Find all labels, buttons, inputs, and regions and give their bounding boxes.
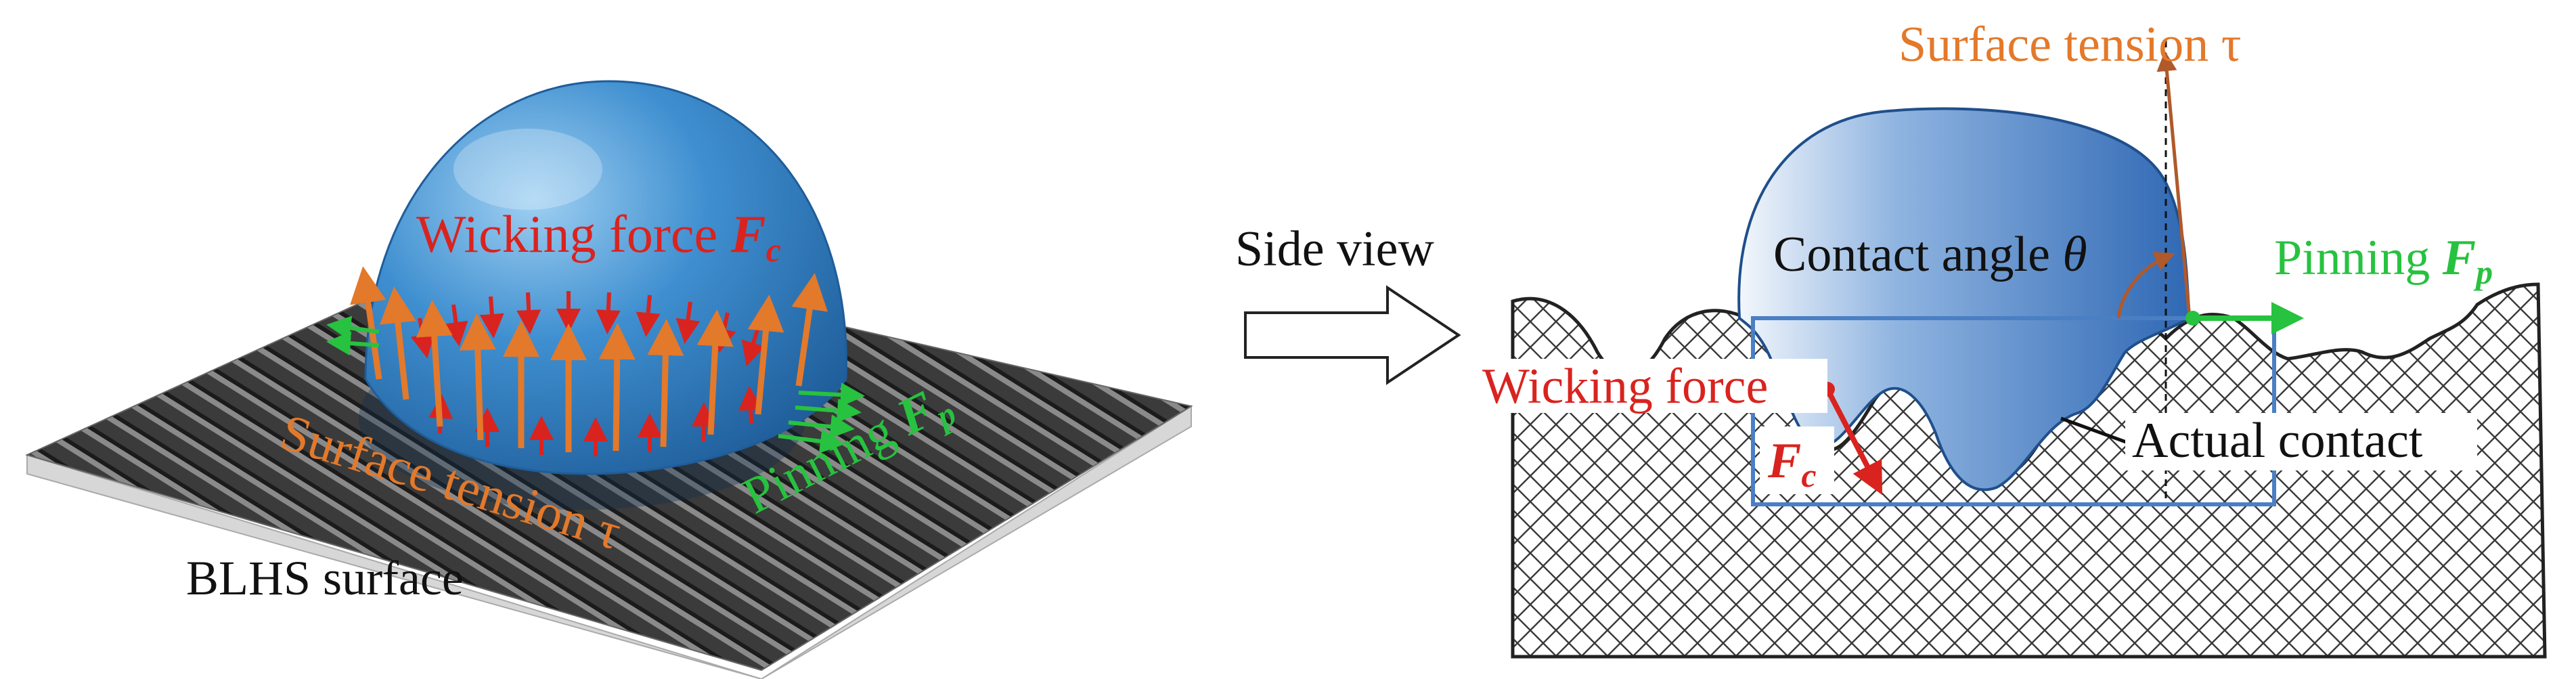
blhs-surface-label: BLHS surface (186, 551, 464, 605)
contact-angle-arc (2116, 252, 2175, 319)
actual-contact-label-bg (2125, 413, 2477, 470)
surface-tension-label-right: Surface tension τ (1898, 17, 2241, 72)
wicking-arrow-right (1825, 388, 1883, 496)
actual-contact-label: Actual contact (2132, 413, 2423, 468)
pinning-arrows-left (326, 315, 865, 454)
surface-tension-arrows (350, 266, 828, 452)
wicking-force-label-left: Wicking force Fc (416, 204, 781, 269)
pinning-point (2185, 311, 2200, 326)
actual-contact-pointer (2060, 416, 2136, 447)
side-view-transition: Side view (1235, 221, 1461, 385)
droplet-highlight (453, 129, 602, 210)
wicking-symbol-right: Fc (1767, 433, 1817, 494)
pinning-label-right: Pinning Fp (2274, 230, 2493, 291)
surface-plate-edge (26, 405, 1192, 679)
left-panel: Wicking force Fc Surface tension τ Pinni… (25, 80, 1193, 679)
surface-tension-arrow-right (2156, 51, 2192, 319)
wicking-symbol-bg (1760, 426, 1834, 494)
wicking-label-bg (1479, 359, 1827, 413)
contact-angle-label: Contact angle θ (1773, 227, 2087, 282)
side-view-arrow (1244, 285, 1461, 385)
right-panel: Surface tension τ Contact angle θ Pinnin… (1479, 17, 2547, 659)
wicking-force-label-right: Wicking force (1482, 359, 1768, 414)
side-view-label: Side view (1235, 221, 1434, 277)
droplet-3d (364, 80, 847, 475)
